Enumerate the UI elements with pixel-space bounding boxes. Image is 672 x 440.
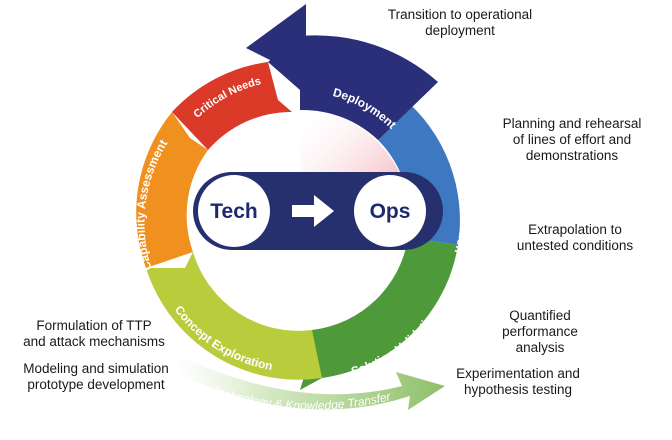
- tech-to-ops-pill: Tech Ops: [193, 172, 443, 250]
- annotation-quantified: Quantified performance analysis: [502, 308, 578, 355]
- segment-deployment: [268, 4, 438, 140]
- technology-transfer-arrow: [175, 356, 445, 410]
- tech-label: Tech: [210, 200, 257, 223]
- annotation-transition: Transition to operational deployment: [387, 7, 533, 38]
- annotation-planning: Planning and rehearsal of lines of effor…: [502, 116, 642, 163]
- annotation-formulation: Formulation of TTP and attack mechanisms: [23, 318, 165, 349]
- tech-circle: [198, 175, 270, 247]
- ops-circle: [354, 175, 426, 247]
- segment-concept-exploration: [146, 252, 322, 380]
- deployment-arrowhead: [246, 4, 306, 78]
- right-arrow-icon: [292, 195, 334, 227]
- annotation-experimentation: Experimentation and hypothesis testing: [456, 366, 580, 397]
- annotation-modeling: Modeling and simulation prototype develo…: [23, 361, 169, 392]
- segment-capability-assessment: [136, 112, 208, 268]
- ops-label: Ops: [370, 200, 411, 223]
- annotation-extrapolation: Extrapolation to untested conditions: [516, 222, 634, 253]
- segment-critical-needs: [172, 62, 292, 150]
- segment-solution-validation: [300, 238, 458, 390]
